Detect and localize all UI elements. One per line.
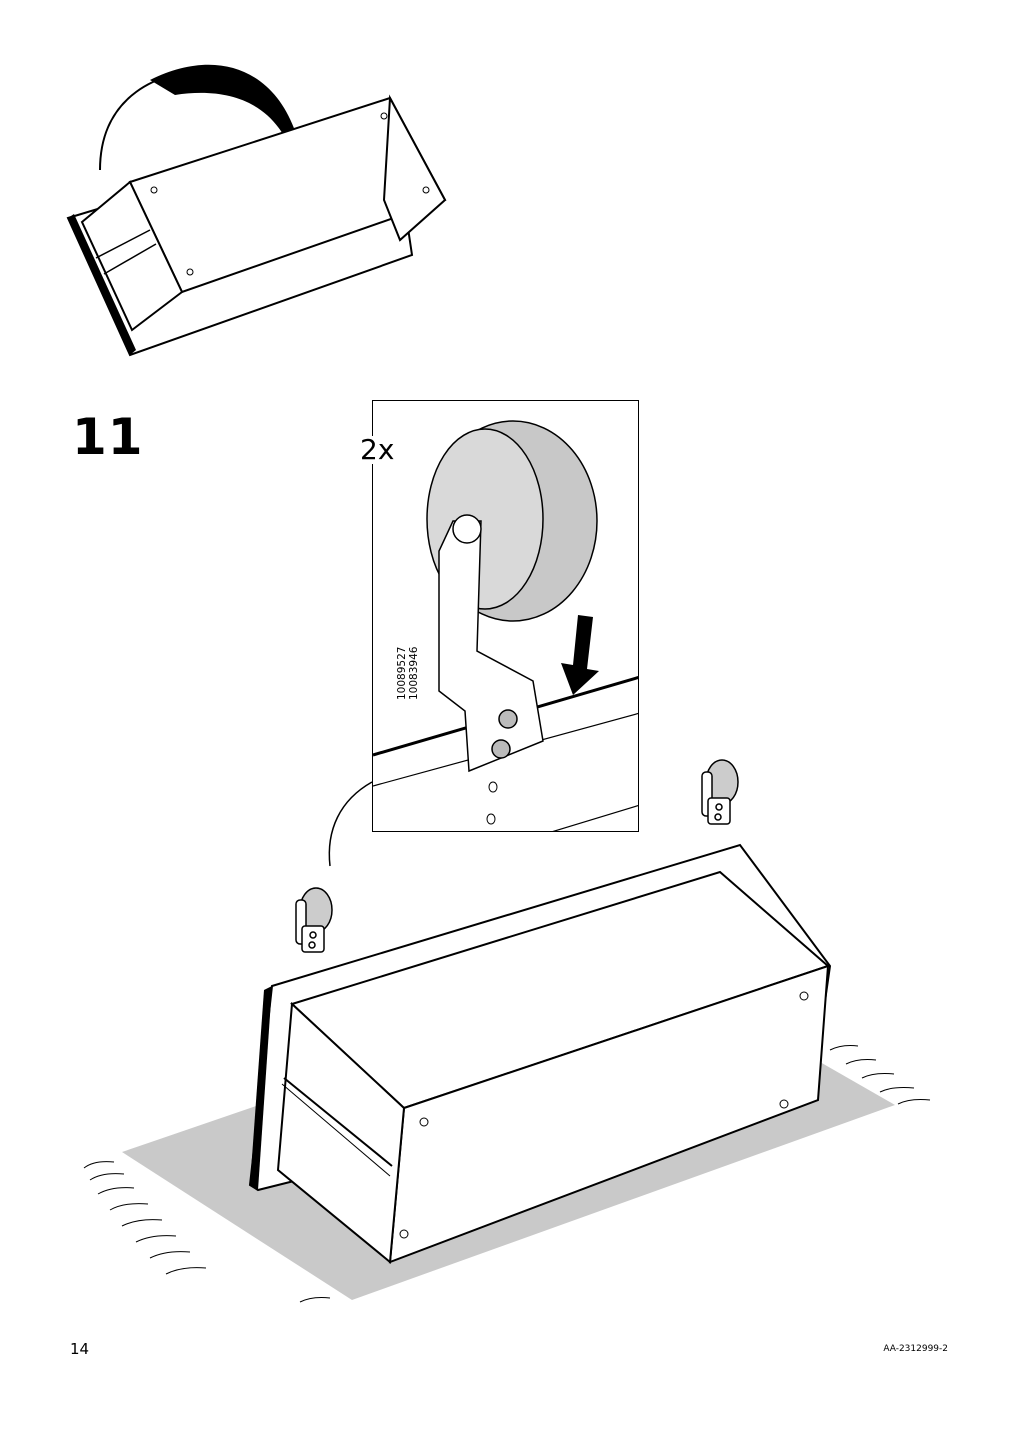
step-number: 11: [72, 408, 144, 466]
caster-right: [701, 759, 739, 825]
down-arrow: [561, 615, 599, 695]
quantity-label: 2x: [358, 433, 397, 466]
page-number: 14: [70, 1340, 90, 1358]
caster-detail-illustration: [373, 420, 638, 831]
top-cabinet-side: [80, 180, 184, 332]
document-code: AA-2312999-2: [883, 1344, 948, 1354]
detail-inset: [372, 400, 639, 832]
cabinet-end: [276, 1001, 406, 1264]
caster-left: [295, 887, 333, 953]
top-cabinet-right: [382, 94, 447, 242]
top-panel-edge: [68, 214, 136, 355]
